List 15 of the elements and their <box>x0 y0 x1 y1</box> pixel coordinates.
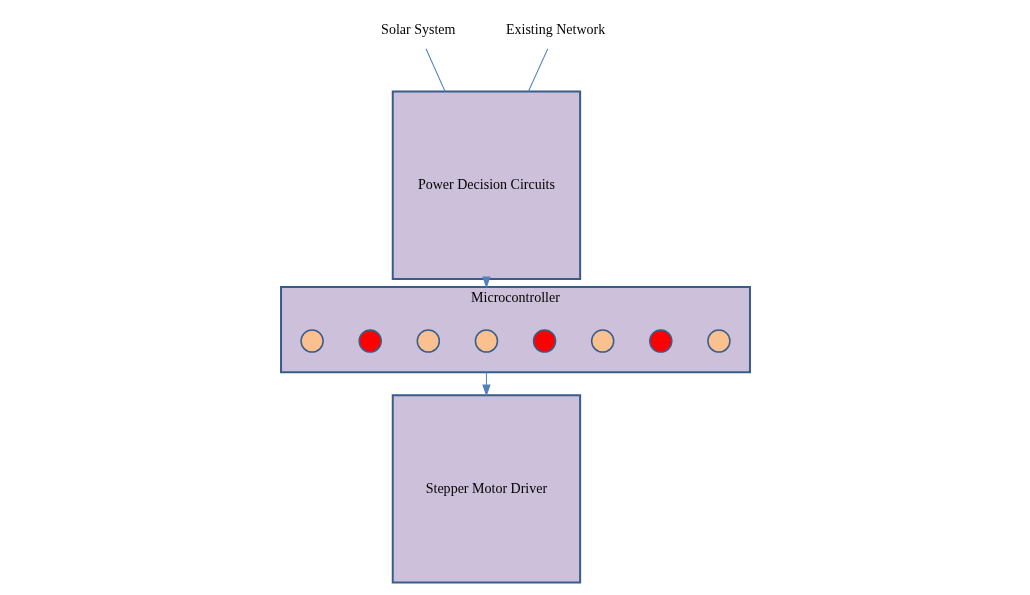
connector <box>527 48 548 93</box>
node-text: Solar System <box>380 22 455 38</box>
node-circle <box>416 329 440 353</box>
node-circle <box>706 329 731 353</box>
arrow <box>481 371 490 396</box>
node-box: Stepper Motor Driver <box>391 394 581 584</box>
node-circle <box>648 329 673 353</box>
node-circle <box>532 329 556 353</box>
node-circle <box>357 329 382 353</box>
node-circle <box>474 329 498 353</box>
cluster: Microcontroller <box>279 286 751 374</box>
node-text: Existing Network <box>505 22 605 38</box>
node-circle <box>299 329 324 353</box>
connector <box>425 48 446 93</box>
node-circle <box>590 329 614 353</box>
